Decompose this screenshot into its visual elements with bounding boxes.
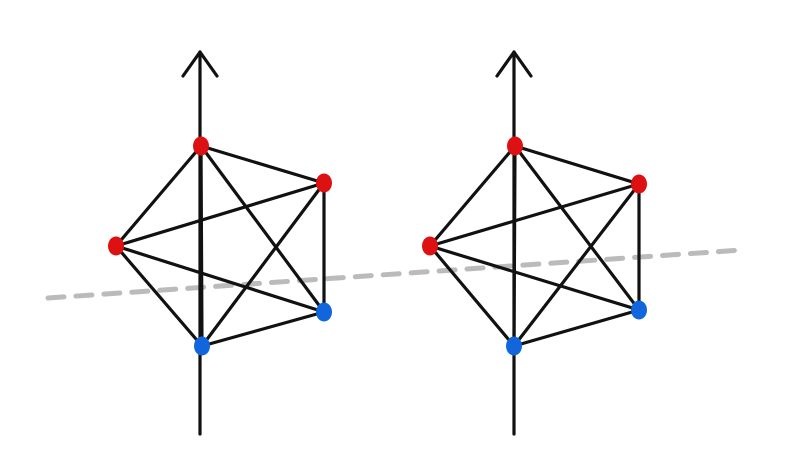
- blue-vertex: [506, 336, 522, 356]
- graph-edge: [513, 144, 641, 186]
- axis-arrowhead: [495, 50, 533, 78]
- graph-edge: [428, 244, 516, 348]
- blue-vertex: [194, 336, 210, 356]
- red-vertex: [507, 136, 523, 156]
- left-graph: [108, 50, 332, 436]
- graph-edge: [200, 310, 326, 348]
- blue-vertex: [316, 302, 332, 322]
- graph-edge: [512, 308, 641, 348]
- graph-edge: [199, 144, 326, 185]
- graph-edge: [199, 144, 326, 314]
- graph-edge: [199, 144, 204, 348]
- dashed-cut-line: [45, 247, 745, 301]
- graph-edge: [114, 244, 326, 314]
- red-vertex: [316, 173, 332, 193]
- graph-edge: [512, 182, 641, 348]
- graph-edge: [114, 144, 203, 248]
- blue-vertex: [631, 300, 647, 320]
- graph-edge: [513, 144, 641, 312]
- graph-edge: [428, 244, 641, 312]
- red-vertex: [108, 236, 124, 256]
- axis-arrowhead: [181, 50, 219, 78]
- right-graph: [422, 50, 647, 436]
- cut-line-layer: [45, 247, 745, 301]
- graphs-layer: [108, 50, 647, 436]
- red-vertex: [193, 136, 209, 156]
- graph-edge: [114, 244, 204, 348]
- graph-edge: [114, 181, 326, 248]
- graph-edge: [428, 144, 517, 248]
- red-vertex: [631, 174, 647, 194]
- graph-edge: [200, 181, 326, 348]
- graph-edge: [428, 182, 641, 248]
- graph-edge: [512, 144, 517, 348]
- red-vertex: [422, 236, 438, 256]
